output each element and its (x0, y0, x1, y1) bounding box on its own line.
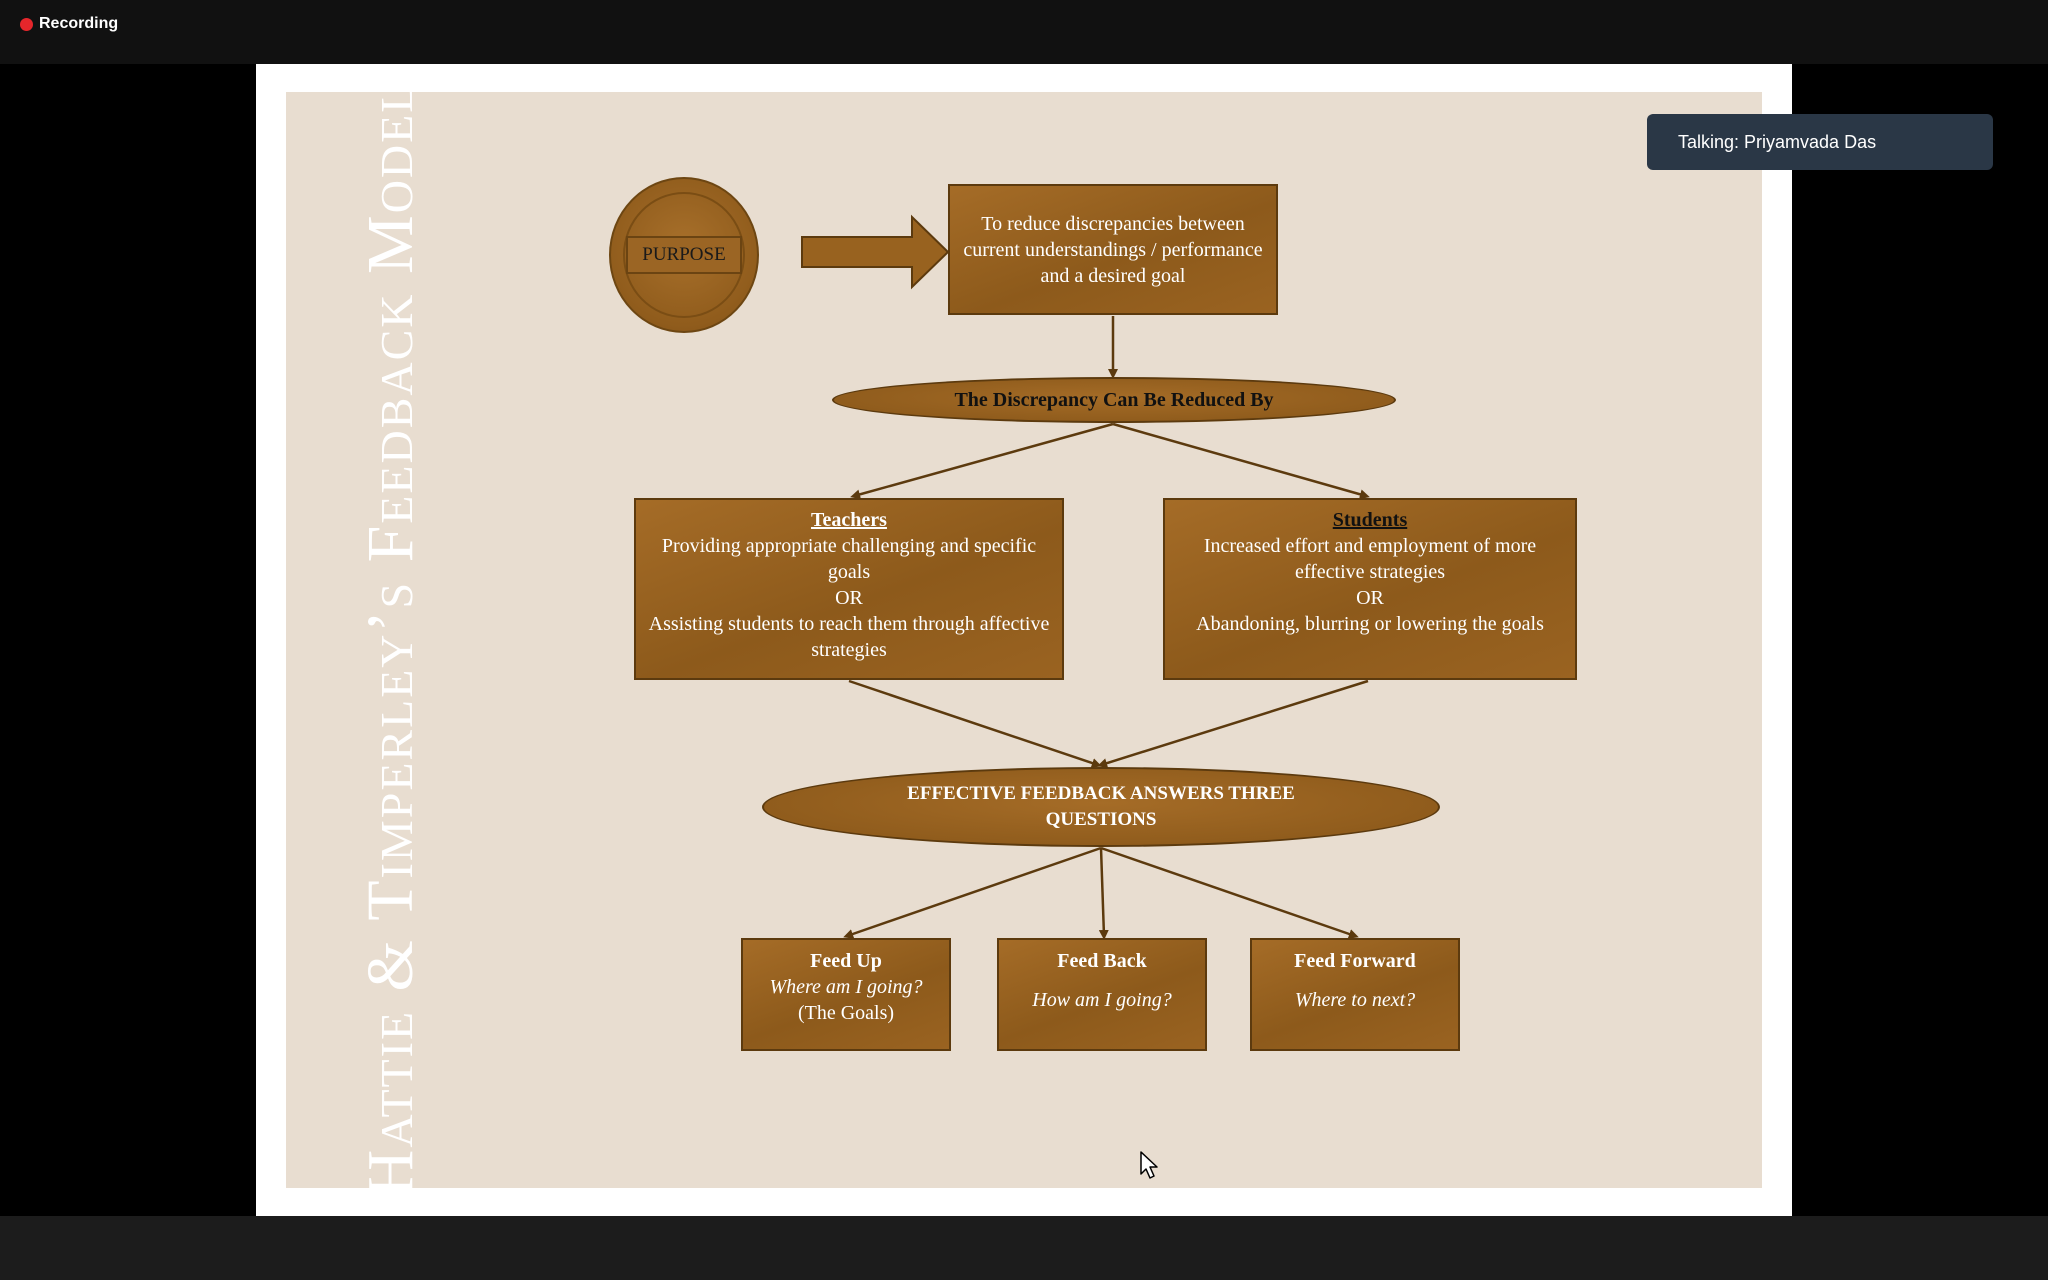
discrepancy-ellipse: The Discrepancy Can Be Reduced By (832, 377, 1396, 423)
teachers-line1: Providing appropriate challenging and sp… (661, 535, 1037, 583)
effective-label: EFFECTIVE FEEDBACK ANSWERS THREE QUESTIO… (907, 783, 1295, 830)
purpose-arrow (801, 214, 950, 290)
discrepancy-label: The Discrepancy Can Be Reduced By (954, 388, 1274, 411)
purpose-circle: PURPOSE (609, 177, 759, 333)
connector-teachers-to-effective (848, 679, 1102, 768)
feed-up-heading: Feed Up (810, 950, 882, 972)
top-bar: Recording (0, 0, 2048, 64)
feed-forward-question: Where to next? (1294, 989, 1416, 1011)
feed-forward-box: Feed Forward Where to next? (1250, 938, 1460, 1051)
purpose-label: PURPOSE (626, 236, 742, 274)
connector-effective-to-feedup (843, 846, 1102, 939)
connector-effective-to-feedforward (1100, 846, 1359, 939)
feed-up-question: Where am I going? (769, 976, 923, 998)
recording-label: Recording (39, 15, 119, 32)
slide: Hattie & Timperley’s Feedback Model PURP… (286, 92, 1762, 1188)
effective-feedback-ellipse: EFFECTIVE FEEDBACK ANSWERS THREE QUESTIO… (762, 767, 1440, 847)
connector-effective-to-feedback (1098, 847, 1109, 940)
students-or: OR (1356, 587, 1384, 609)
students-heading: Students (1332, 509, 1408, 531)
students-line2: Abandoning, blurring or lowering the goa… (1196, 613, 1544, 635)
connector-students-to-effective (1097, 679, 1369, 768)
recording-dot-icon (20, 17, 33, 31)
connector-disc-to-students (1112, 422, 1370, 500)
students-box: Students Increased effort and employment… (1163, 498, 1577, 680)
bottom-bar (0, 1216, 2048, 1280)
students-line1: Increased effort and employment of more … (1203, 535, 1537, 583)
feed-up-box: Feed Up Where am I going? (The Goals) (741, 938, 951, 1051)
shared-screen: Hattie & Timperley’s Feedback Model PURP… (256, 64, 1792, 1216)
feed-back-box: Feed Back How am I going? (997, 938, 1207, 1051)
connector-disc-to-teachers (850, 422, 1114, 500)
talking-label: Talking: Priyamvada Das (1678, 131, 1877, 152)
teachers-heading: Teachers (811, 509, 887, 531)
teachers-line2: Assisting students to reach them through… (648, 613, 1050, 661)
teachers-box: Teachers Providing appropriate challengi… (634, 498, 1064, 680)
feed-back-question: How am I going? (1032, 989, 1172, 1011)
recording-indicator[interactable]: Recording (20, 14, 118, 34)
goal-box: To reduce discrepancies between current … (948, 184, 1278, 315)
feed-up-note: (The Goals) (797, 1002, 895, 1024)
goal-text: To reduce discrepancies between current … (963, 212, 1263, 287)
diagram-connectors (801, 214, 1370, 940)
teachers-or: OR (835, 587, 863, 609)
feed-back-heading: Feed Back (1057, 950, 1147, 972)
mouse-cursor-icon (1140, 1151, 1158, 1179)
feed-forward-heading: Feed Forward (1294, 950, 1416, 972)
talking-indicator: Talking: Priyamvada Das (1647, 114, 1993, 170)
